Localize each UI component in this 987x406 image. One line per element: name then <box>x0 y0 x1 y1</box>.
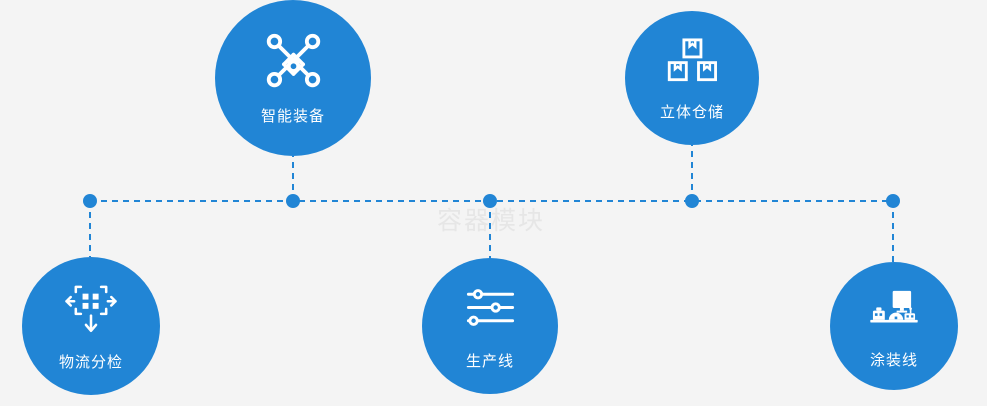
node-label-production-line: 生产线 <box>465 353 514 370</box>
stacked-boxes-icon <box>666 35 718 87</box>
watermark-text: 容器模块 <box>437 207 546 235</box>
node-label-intelligent-equipment: 智能装备 <box>260 108 325 125</box>
node-logistics-sorting[interactable]: 物流分检 <box>22 257 160 395</box>
junction-dot-logistics-sorting[interactable] <box>83 194 97 208</box>
sliders-icon <box>464 281 517 334</box>
node-intelligent-equipment[interactable]: 智能装备 <box>215 0 371 156</box>
node-painting-line[interactable]: 涂装线 <box>830 262 958 390</box>
factory-monitor-icon <box>869 283 919 333</box>
junction-dot-intelligent-equipment[interactable] <box>286 194 300 208</box>
node-label-stereoscopic-warehouse: 立体仓储 <box>659 103 724 121</box>
sorting-scan-icon <box>64 281 118 335</box>
node-label-logistics-sorting: 物流分检 <box>58 353 123 371</box>
node-stereoscopic-warehouse[interactable]: 立体仓储 <box>625 11 759 145</box>
junction-dot-stereoscopic-warehouse[interactable] <box>685 194 699 208</box>
node-production-line[interactable]: 生产线 <box>422 258 558 394</box>
node-label-painting-line: 涂装线 <box>869 351 918 369</box>
network-nodes-icon <box>263 30 324 91</box>
junction-dot-painting-line[interactable] <box>886 194 900 208</box>
junction-dot-production-line[interactable] <box>483 194 497 208</box>
